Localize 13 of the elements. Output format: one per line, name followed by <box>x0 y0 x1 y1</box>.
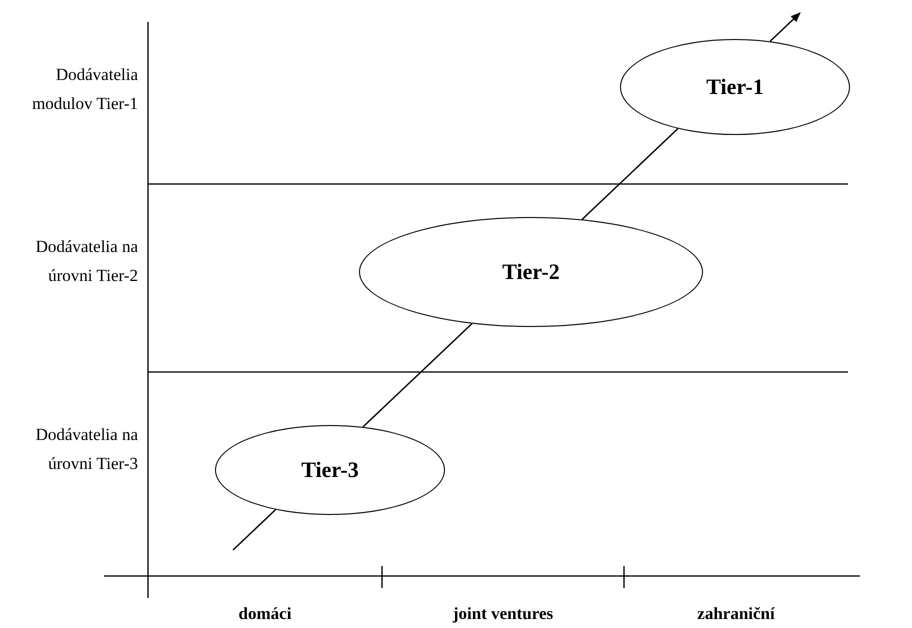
tier-label: Tier-1 <box>706 74 764 100</box>
tier-label: Tier-2 <box>502 259 560 285</box>
column-label: domáci <box>238 604 292 624</box>
connector-line <box>232 509 276 550</box>
arrow <box>770 12 801 42</box>
row-label: Dodávatelia na úrovni Tier-3 <box>34 424 138 475</box>
tier-label: Tier-3 <box>301 457 359 483</box>
connector-line <box>582 128 678 220</box>
row-label: Dodávatelia na úrovni Tier-2 <box>34 236 138 287</box>
column-label: zahraniční <box>697 604 775 624</box>
row-label: Dodávatelia modulov Tier-1 <box>31 64 138 115</box>
connector-line <box>362 323 472 428</box>
column-label: joint ventures <box>452 604 554 624</box>
